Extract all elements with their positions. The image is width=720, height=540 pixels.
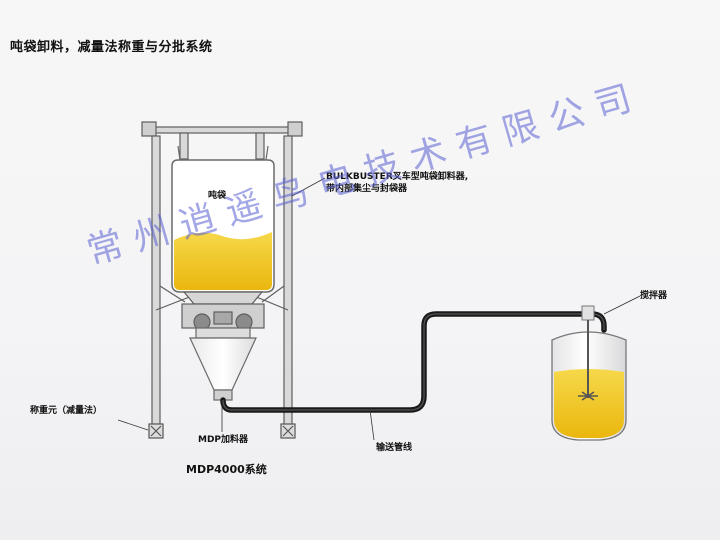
bag-loops (177, 145, 269, 161)
massager-center (213, 311, 233, 325)
load-cell-left-mark (150, 425, 162, 437)
frame-hoist-right (255, 132, 265, 160)
leader-load-cell (117, 419, 149, 431)
frame-brace-left (159, 285, 186, 303)
tank-liquid (554, 369, 624, 438)
diagram-title: 吨袋卸料，减量法称重与分批系统 (10, 40, 213, 55)
system-label: MDP4000系统 (186, 463, 267, 476)
hopper-cone (189, 337, 257, 391)
mdp-hopper (189, 327, 257, 401)
leader-mixer (603, 295, 641, 315)
load-cell-label: 称重元（减量法） (30, 406, 103, 416)
unloader-label-line1: BULKBUSTER叉车型吨袋卸料器, (326, 172, 469, 182)
leader-lines (117, 177, 641, 441)
frame-brace-left-2 (155, 295, 193, 311)
bag-label: 吨袋 (208, 191, 227, 201)
discharge-station (181, 291, 265, 331)
frame-corner-right (287, 121, 303, 137)
frame-brace-right-2 (253, 295, 289, 311)
frame-hoist-left (179, 132, 189, 160)
frame-corner-left (141, 121, 157, 137)
frame-top-beam (145, 126, 299, 134)
bulk-bag (171, 145, 275, 293)
pipeline-label: 输送管线 (376, 443, 413, 453)
leader-unloader (291, 177, 326, 197)
bag-powder (174, 232, 272, 290)
pipeline-highlight (222, 313, 605, 411)
unloader-frame (141, 121, 303, 427)
hopper-collar (195, 327, 251, 339)
feeder-label: MDP加料器 (198, 435, 249, 445)
bag-spout-funnel (182, 291, 264, 305)
frame-post-left (151, 135, 161, 427)
leader-pipeline (369, 409, 375, 441)
agitator-motor (581, 305, 595, 321)
load-cell-right-mark (282, 425, 294, 437)
agitator-blade (578, 391, 598, 401)
unloader-label-line2: 带内部集尘与封袋器 (326, 184, 408, 194)
conveying-pipeline (220, 311, 607, 413)
load-cells (148, 423, 296, 439)
frame-brace-right (261, 285, 285, 303)
mixer-label: 搅拌器 (640, 291, 668, 301)
mixing-tank (551, 305, 627, 441)
